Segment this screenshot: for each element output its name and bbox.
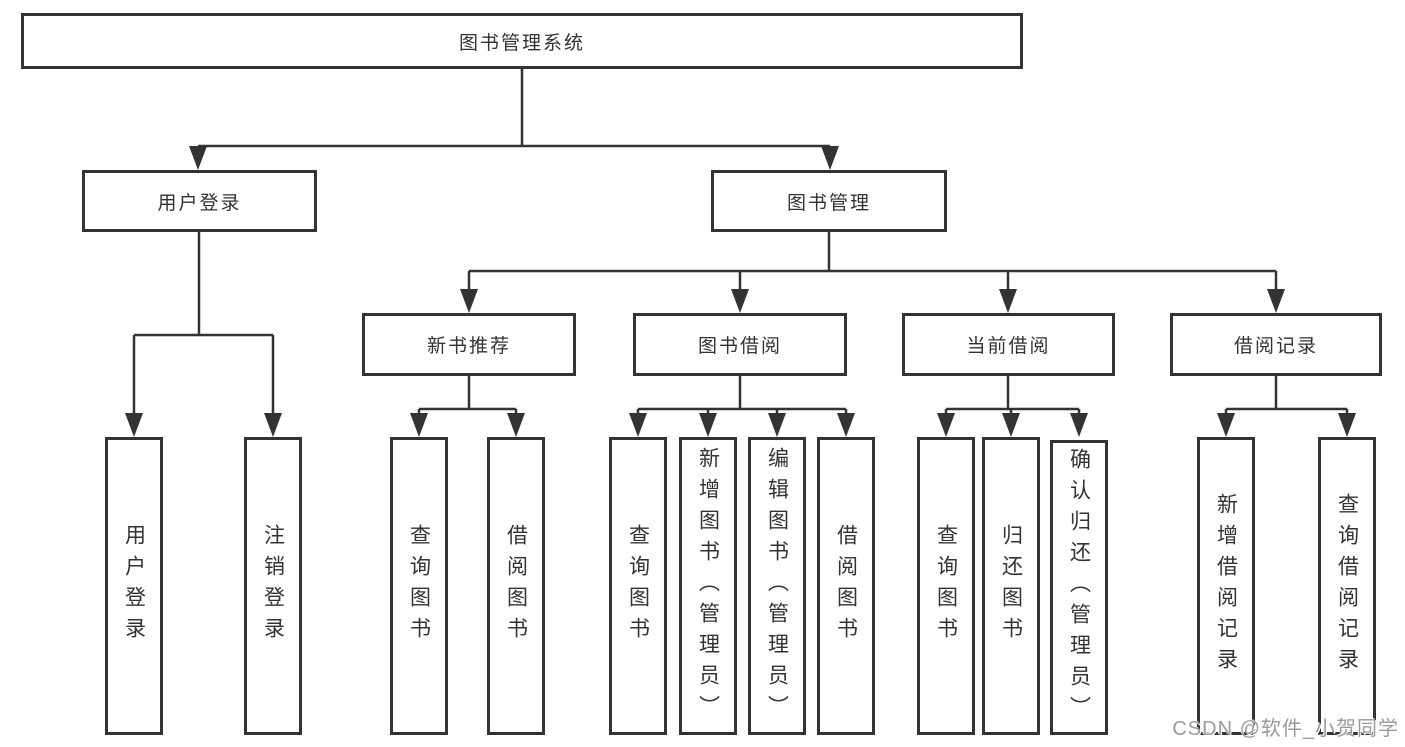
node-label: 新书推荐 (426, 336, 511, 357)
leaf-query-borrow-record: 查询借阅记录 (1318, 437, 1376, 735)
node-book-borrow: 图书借阅 (633, 313, 847, 376)
node-label: 新增借阅记录 (1214, 493, 1238, 679)
node-label: 图书借阅 (697, 336, 782, 357)
leaf-borrow-books: 借阅图书 (817, 437, 875, 735)
watermark: CSDN @软件_小贺同学 (1172, 718, 1399, 740)
node-label: 图书管理 (786, 192, 871, 214)
node-label: 新增图书（管理员） (696, 446, 720, 726)
node-user-login: 用户登录 (82, 170, 317, 232)
node-label: 借阅图书 (834, 524, 858, 648)
leaf-borrow-books-recommend: 借阅图书 (487, 437, 545, 735)
node-label: 注销登录 (261, 524, 285, 648)
leaf-add-borrow-record: 新增借阅记录 (1197, 437, 1255, 735)
leaf-query-books-current: 查询图书 (917, 437, 975, 735)
connector-lines (132, 69, 1349, 431)
node-library-management-system: 图书管理系统 (21, 13, 1023, 69)
node-label: 查询图书 (407, 524, 431, 648)
leaf-query-books-recommend: 查询图书 (390, 437, 448, 735)
node-label: 借阅图书 (504, 524, 528, 648)
node-current-borrow: 当前借阅 (902, 313, 1115, 376)
node-label: 编辑图书（管理员） (765, 446, 789, 726)
node-label: 查询借阅记录 (1335, 493, 1359, 679)
leaf-confirm-return-admin: 确认归还（管理员） (1050, 440, 1108, 735)
node-label: 查询图书 (626, 524, 650, 648)
leaf-user-login: 用户登录 (105, 437, 163, 735)
node-book-management: 图书管理 (711, 170, 947, 232)
leaf-return-books: 归还图书 (982, 437, 1040, 735)
node-label: 当前借阅 (966, 336, 1051, 357)
leaf-add-books-admin: 新增图书（管理员） (679, 437, 737, 735)
leaf-query-books-borrow: 查询图书 (609, 437, 667, 735)
node-label: 确认归还（管理员） (1067, 448, 1091, 727)
node-label: 用户登录 (157, 192, 242, 214)
node-label: 图书管理系统 (458, 32, 585, 54)
node-label: 借阅记录 (1233, 336, 1318, 357)
leaf-logout: 注销登录 (244, 437, 302, 735)
leaf-edit-books-admin: 编辑图书（管理员） (748, 437, 806, 735)
node-label: 归还图书 (999, 524, 1023, 648)
node-label: 用户登录 (122, 524, 146, 648)
node-borrow-records: 借阅记录 (1170, 313, 1382, 376)
node-new-book-recommend: 新书推荐 (362, 313, 576, 376)
node-label: 查询图书 (934, 524, 958, 648)
